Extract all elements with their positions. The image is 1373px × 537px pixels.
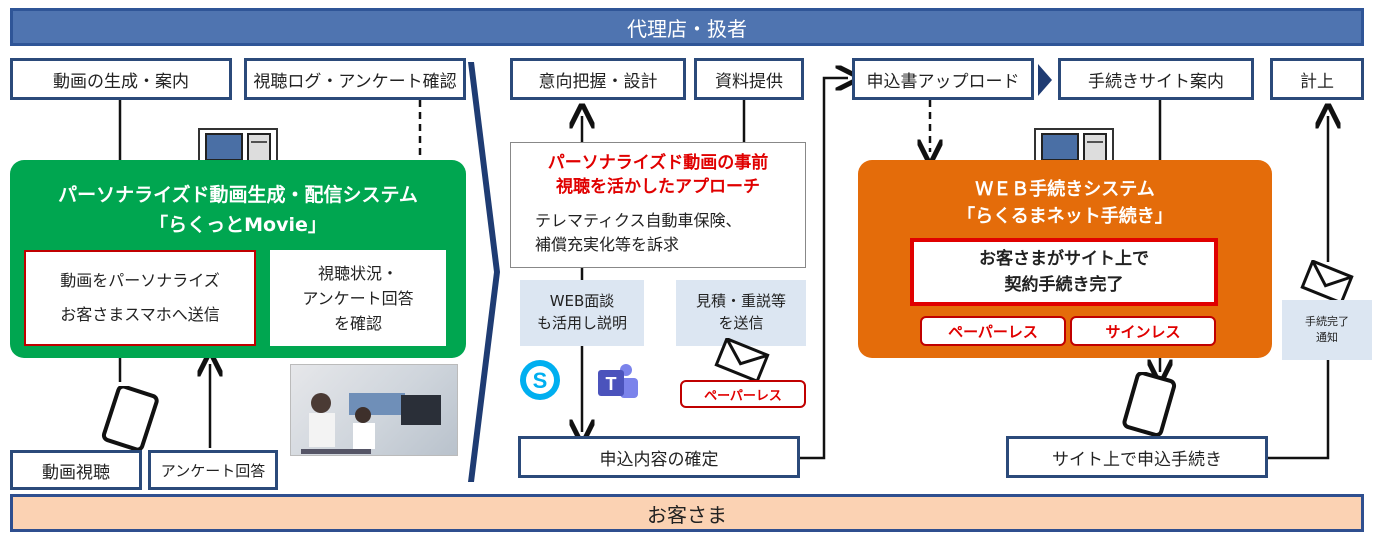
svg-text:S: S bbox=[533, 368, 548, 393]
line-notice-bottom bbox=[1268, 360, 1330, 460]
view-status-line3: を確認 bbox=[333, 313, 382, 333]
box-site-apply: サイト上で申込手続き bbox=[1006, 436, 1268, 478]
chevron-divider-1 bbox=[468, 62, 500, 482]
paperless-tag-label: ペーパーレス bbox=[704, 388, 782, 404]
personalize-line2: お客さまスマホへ送信 bbox=[60, 305, 220, 324]
arrow-to-upload bbox=[800, 78, 848, 460]
box-intent-design-label: 意向把握・設計 bbox=[538, 71, 658, 92]
personalize-line1: 動画をパーソナライズ bbox=[60, 271, 220, 290]
web-system-title-line1: ＷＥＢ手続きシステム bbox=[975, 179, 1155, 200]
box-video-watch: 動画視聴 bbox=[10, 450, 142, 490]
movie-system-title-line1: パーソナライズド動画生成・配信システム bbox=[58, 184, 418, 206]
view-status-line1: 視聴状況・ bbox=[317, 263, 398, 283]
quote-send-line2: を送信 bbox=[718, 314, 764, 332]
header-bar: 代理店・扱者 bbox=[10, 8, 1364, 46]
skype-icon: S bbox=[516, 356, 564, 404]
video-thumbnail-image bbox=[290, 364, 458, 456]
box-site-guide-label: 手続きサイト案内 bbox=[1088, 71, 1224, 92]
approach-text-line1: テレマティクス自動車保険、 bbox=[535, 211, 742, 230]
box-video-generate: 動画の生成・案内 bbox=[10, 58, 232, 100]
box-intent-design: 意向把握・設計 bbox=[510, 58, 686, 100]
complete-line1: お客さまがサイト上で bbox=[979, 249, 1149, 269]
pill-paperless-label: ペーパーレス bbox=[948, 322, 1038, 341]
footer-bar: お客さま bbox=[10, 494, 1364, 532]
complete-line2: 契約手続き完了 bbox=[1004, 275, 1124, 295]
teams-icon: T bbox=[596, 362, 640, 402]
complete-box: お客さまがサイト上で 契約手続き完了 bbox=[910, 238, 1218, 306]
chevron-small-icon bbox=[1038, 64, 1052, 96]
pill-signless-label: サインレス bbox=[1105, 322, 1181, 341]
box-survey-answer-label: アンケート回答 bbox=[160, 461, 266, 480]
web-meeting-line1: WEB面談 bbox=[549, 292, 615, 311]
box-record-label: 計上 bbox=[1300, 71, 1334, 92]
web-meeting-line2: も活用し説明 bbox=[536, 314, 627, 332]
box-log-confirm-label: 視聴ログ・アンケート確認 bbox=[253, 71, 457, 92]
approach-text-line2: 補償充実化等を訴求 bbox=[535, 235, 680, 254]
web-system-title: ＷＥＢ手続きシステム 「らくるまネット手続き」 bbox=[858, 176, 1272, 230]
box-upload-form: 申込書アップロード bbox=[852, 58, 1034, 100]
svg-text:T: T bbox=[606, 374, 617, 394]
box-site-apply-label: サイト上で申込手続き bbox=[1052, 449, 1222, 470]
box-documents-label: 資料提供 bbox=[715, 71, 783, 92]
pill-paperless: ペーパーレス bbox=[920, 316, 1066, 346]
movie-system-title: パーソナライズド動画生成・配信システム 「らくっとMovie」 bbox=[10, 180, 466, 240]
view-status-box: 視聴状況・ アンケート回答 を確認 bbox=[270, 250, 446, 346]
approach-title-line2: 視聴を活かしたアプローチ bbox=[556, 177, 760, 197]
notice-line2: 通知 bbox=[1316, 331, 1338, 344]
quote-send-line1: 見積・重説等 bbox=[695, 292, 786, 311]
box-site-guide: 手続きサイト案内 bbox=[1058, 58, 1254, 100]
paperless-tag: ペーパーレス bbox=[680, 380, 806, 408]
notice-box: 手続完了 通知 bbox=[1282, 300, 1372, 360]
box-video-watch-label: 動画視聴 bbox=[42, 462, 110, 483]
tablet-icon bbox=[98, 384, 162, 452]
view-status-line2: アンケート回答 bbox=[302, 288, 414, 308]
mail-icon-notice bbox=[1298, 259, 1356, 305]
box-video-generate-label: 動画の生成・案内 bbox=[53, 71, 189, 92]
tablet-icon-right bbox=[1118, 371, 1180, 438]
quote-send-box: 見積・重説等 を送信 bbox=[676, 280, 806, 346]
box-record: 計上 bbox=[1270, 58, 1364, 100]
personalize-box: 動画をパーソナライズ お客さまスマホへ送信 bbox=[24, 250, 256, 346]
pill-signless: サインレス bbox=[1070, 316, 1216, 346]
box-confirm-application-label: 申込内容の確定 bbox=[599, 449, 719, 470]
box-upload-form-label: 申込書アップロード bbox=[866, 71, 1020, 92]
box-documents: 資料提供 bbox=[694, 58, 804, 100]
footer-title: お客さま bbox=[647, 502, 727, 527]
web-system-title-line2: 「らくるまネット手続き」 bbox=[957, 206, 1173, 227]
box-log-confirm: 視聴ログ・アンケート確認 bbox=[244, 58, 466, 100]
approach-title-line1: パーソナライズド動画の事前 bbox=[547, 153, 769, 173]
box-confirm-application: 申込内容の確定 bbox=[518, 436, 800, 478]
header-title: 代理店・扱者 bbox=[627, 16, 747, 41]
box-survey-answer: アンケート回答 bbox=[148, 450, 278, 490]
mail-icon bbox=[712, 336, 772, 384]
approach-box: パーソナライズド動画の事前 視聴を活かしたアプローチ テレマティクス自動車保険、… bbox=[510, 142, 806, 268]
notice-line1: 手続完了 bbox=[1305, 315, 1349, 328]
movie-system-title-line2: 「らくっとMovie」 bbox=[149, 214, 327, 236]
web-meeting-box: WEB面談 も活用し説明 bbox=[520, 280, 644, 346]
